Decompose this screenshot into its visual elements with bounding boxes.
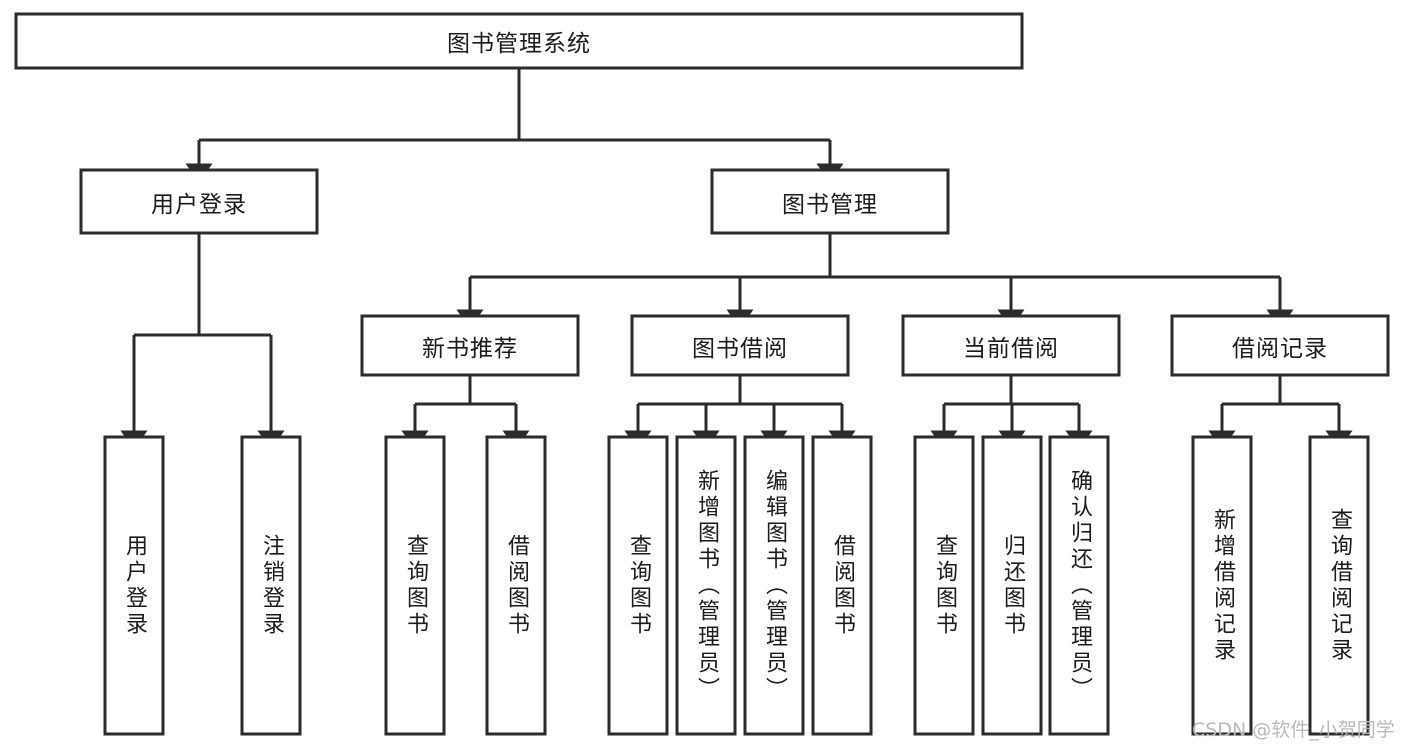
node-layer <box>14 12 1390 736</box>
node-box-current-borrow[interactable] <box>901 314 1121 377</box>
node-box-leaf-rec-borrow[interactable] <box>485 435 547 736</box>
node-box-leaf-br-query[interactable] <box>1308 435 1370 736</box>
node-box-book-manage[interactable] <box>710 168 950 235</box>
node-box-root[interactable] <box>14 12 1024 70</box>
node-box-leaf-user-logout[interactable] <box>240 435 302 736</box>
node-box-new-book-rec[interactable] <box>360 314 580 377</box>
node-box-leaf-bb-query[interactable] <box>607 435 669 736</box>
node-box-leaf-user-login[interactable] <box>103 435 165 736</box>
node-box-leaf-br-add[interactable] <box>1191 435 1253 736</box>
node-box-user-login[interactable] <box>79 168 319 235</box>
node-box-leaf-cb-confirm[interactable] <box>1048 435 1110 736</box>
node-box-leaf-cb-return[interactable] <box>981 435 1043 736</box>
node-box-leaf-bb-add[interactable] <box>675 435 737 736</box>
edge-layer <box>120 68 1353 450</box>
node-box-leaf-cb-query[interactable] <box>913 435 975 736</box>
node-box-leaf-bb-borrow[interactable] <box>811 435 873 736</box>
node-box-leaf-bb-edit[interactable] <box>743 435 805 736</box>
node-box-leaf-rec-query[interactable] <box>384 435 446 736</box>
node-box-book-borrow[interactable] <box>630 314 850 377</box>
node-box-borrow-record[interactable] <box>1170 314 1390 377</box>
